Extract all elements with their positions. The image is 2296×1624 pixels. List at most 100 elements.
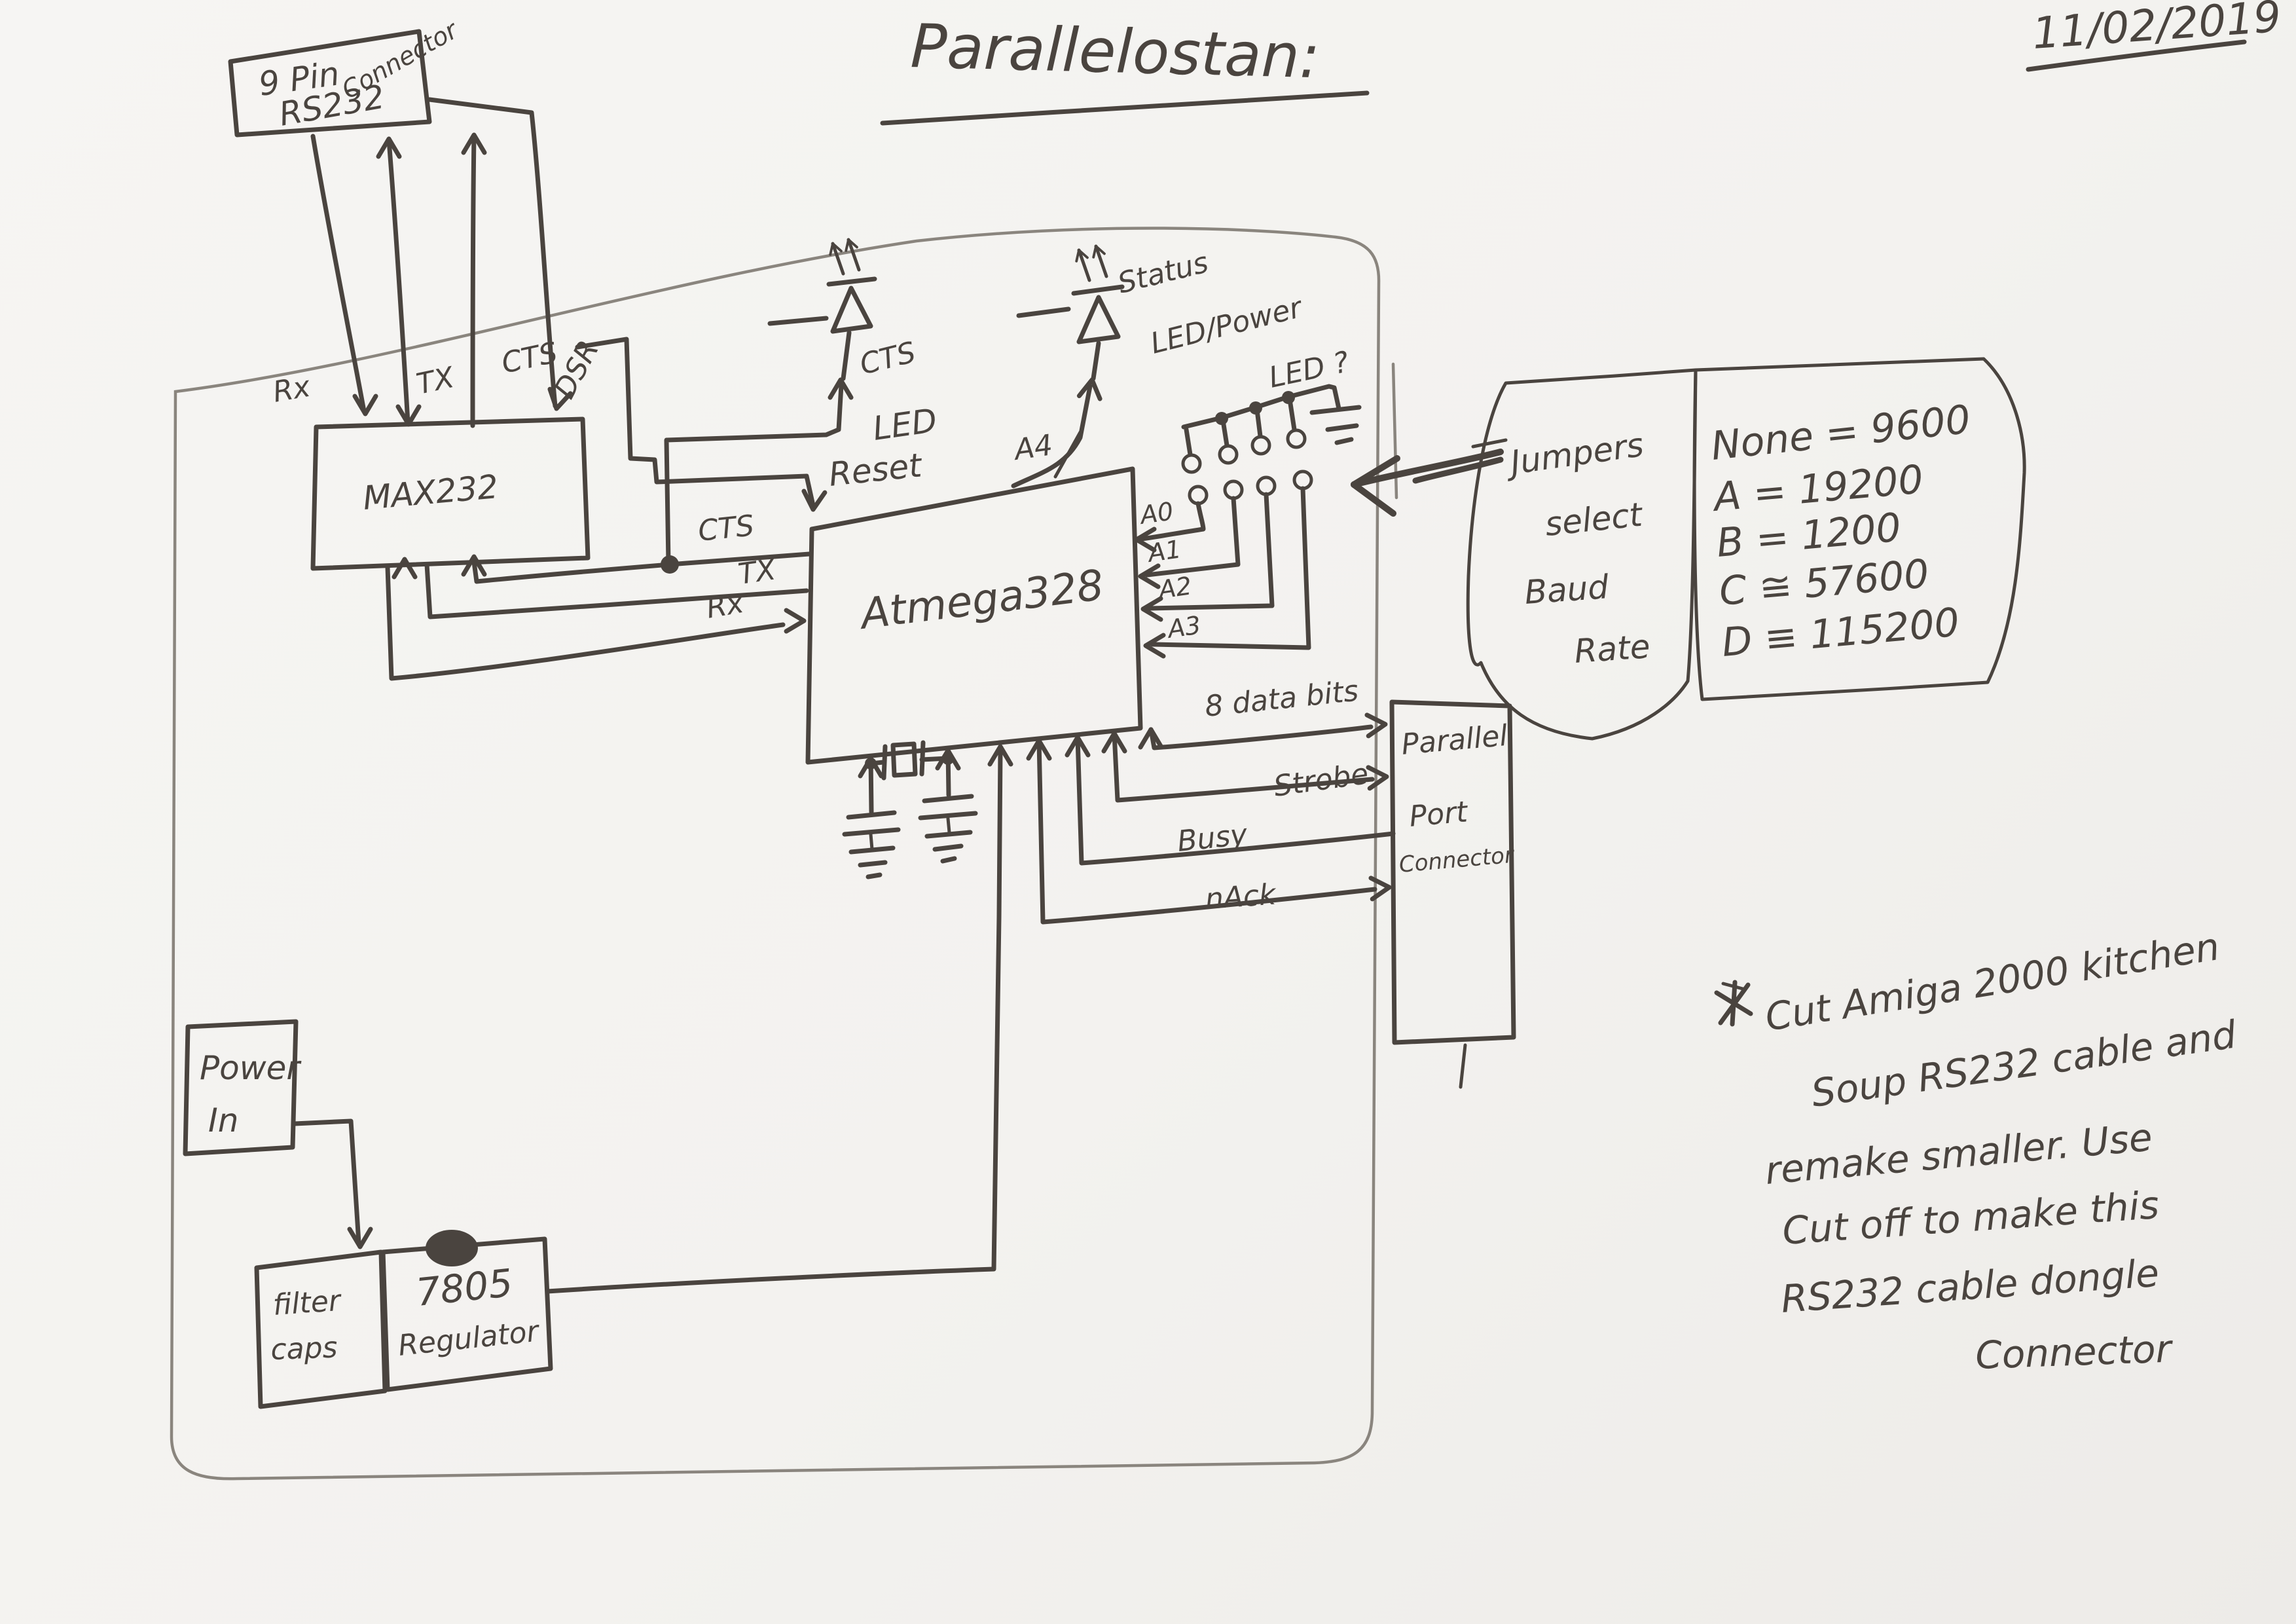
jumper-lead-1	[1184, 427, 1193, 457]
parallel-label-2: Port	[1408, 795, 1470, 834]
title-underline	[880, 90, 1370, 126]
max232-box: MAX232	[310, 416, 591, 571]
data-bits-wire	[1148, 724, 1374, 750]
rx-mid-label: Rx	[704, 586, 747, 625]
cts-mid-label: CTS	[697, 509, 756, 548]
status-led-label-2: LED/Power	[1147, 290, 1307, 360]
a1-label: A1	[1144, 534, 1183, 568]
xtal-body	[890, 741, 918, 778]
note-line-1: Cut Amiga 2000 kitchen	[1762, 924, 2223, 1040]
cap-ground-left	[842, 810, 901, 879]
tx-wire	[386, 138, 410, 426]
status-led-wire	[1011, 384, 1093, 489]
max232-label: MAX232	[361, 468, 500, 517]
status-led-dash	[1016, 306, 1071, 318]
page-title: Parallelostan:	[880, 11, 1370, 126]
note-line-3: remake smaller. Use	[1763, 1115, 2154, 1193]
power-to-regulator-wire	[292, 1118, 371, 1247]
strobe-wire	[1112, 731, 1375, 803]
cts-led: CTS LED	[767, 236, 939, 448]
xtal-stub-left	[868, 760, 886, 766]
jumper-lead-2	[1220, 418, 1230, 448]
rx-top-label: Rx	[270, 370, 314, 409]
a0-label: A0	[1137, 496, 1175, 530]
filter-caps-label-1: filter	[272, 1284, 343, 1322]
a0-wire	[1139, 501, 1206, 542]
date-text: 11/02/2019	[2031, 0, 2283, 59]
status-led-lead	[1091, 341, 1101, 381]
parallel-label-3: Connector	[1398, 842, 1516, 878]
xtal-plate-right	[919, 740, 926, 777]
a2-wire	[1147, 492, 1275, 611]
cts-led-label-2: LED	[871, 401, 939, 448]
jumper-note-line-1: Jumpers	[1503, 426, 1646, 483]
max232-to-atmega-wires: CTS TX Rx	[385, 382, 844, 681]
ground-icon	[1309, 405, 1362, 445]
note-line-2: Soup RS232 cable and	[1808, 1012, 2239, 1116]
parallel-label-1: Parallel	[1400, 719, 1510, 762]
jumper-note-arrow	[1351, 449, 1504, 517]
ink-blot	[426, 1230, 478, 1266]
title-text: Parallelostan:	[909, 11, 1321, 92]
baud-row-none: None = 9600	[1709, 397, 1973, 470]
power-label-2: In	[208, 1101, 238, 1139]
jumper-note-line-4: Rate	[1573, 627, 1652, 671]
regulator-label-1: 7805	[414, 1261, 515, 1315]
jumper-note-line-2: select	[1543, 495, 1645, 543]
footnote: Cut Amiga 2000 kitchen Soup RS232 cable …	[1714, 924, 2240, 1378]
baud-rate-box: None = 9600 A = 19200 B = 1200 C ≅ 57600…	[1692, 357, 2026, 701]
regulator-to-atmega-wire	[545, 747, 1011, 1294]
cts-led-label-1: CTS	[856, 335, 919, 381]
filter-caps-box: filter caps	[254, 1249, 388, 1409]
status-led-triangle	[1076, 295, 1121, 344]
jumper-lead-4	[1287, 397, 1297, 432]
regulator-label-2: Regulator	[397, 1314, 542, 1362]
cts-led-bar	[826, 276, 877, 287]
serial-connector-box: 9 Pin Connector RS232	[228, 15, 464, 138]
power-in-box: Power In	[183, 1019, 302, 1156]
status-led-emission-2	[1094, 244, 1108, 278]
note-line-5: RS232 cable dongle	[1779, 1251, 2160, 1321]
serial-to-max232-wires: Rx TX CTS DSR	[270, 97, 606, 428]
power-label-1: Power	[200, 1049, 302, 1087]
cts-led-emission-1	[831, 242, 845, 276]
asterisk-icon	[1714, 980, 1753, 1027]
cts-led-dash	[767, 316, 829, 326]
cts-led-lead	[841, 330, 852, 381]
xtal-stub-right	[919, 756, 951, 762]
a3-label: A3	[1164, 610, 1203, 644]
parallel-connector-box: Parallel Port Connector	[1389, 699, 1516, 1089]
reset-label: Reset	[827, 446, 925, 494]
status-led-emission-1	[1077, 248, 1091, 282]
a2-label: A2	[1155, 571, 1194, 604]
a3-wire	[1150, 486, 1311, 650]
xtal-plate-left	[881, 744, 888, 781]
dsr-wire	[427, 97, 558, 409]
busy-label: Busy	[1176, 818, 1250, 858]
tx-mid-label: TX	[736, 553, 778, 591]
filter-caps-label-2: caps	[270, 1331, 338, 1367]
baud-jumper-header	[1181, 384, 1362, 506]
cts-led-branch-wire	[664, 382, 844, 566]
jumper-lead-3	[1254, 407, 1263, 439]
parallel-stub	[1459, 1043, 1467, 1089]
status-led-label-1: Status	[1114, 246, 1211, 300]
nack-label: nAck	[1204, 877, 1277, 915]
a1-wire	[1144, 496, 1241, 578]
nack-wire	[1036, 738, 1377, 925]
rx-wire	[310, 134, 367, 414]
busy-wire	[1075, 735, 1396, 866]
note-line-6: Connector	[1975, 1326, 2174, 1378]
atmega-box: Atmega328	[805, 466, 1143, 765]
cts-led-emission-2	[847, 238, 861, 272]
tx-top-label: TX	[414, 361, 458, 401]
rx-mid-wire	[385, 564, 786, 681]
strobe-label: Strobe	[1271, 757, 1370, 803]
status-led-label-3: LED ?	[1266, 345, 1352, 395]
a4-label: A4	[1010, 428, 1055, 467]
cts-led-triangle	[830, 286, 873, 334]
data-bits-label: 8 data bits	[1203, 674, 1360, 724]
status-led: Status LED/Power LED ? A4	[1010, 243, 1352, 489]
